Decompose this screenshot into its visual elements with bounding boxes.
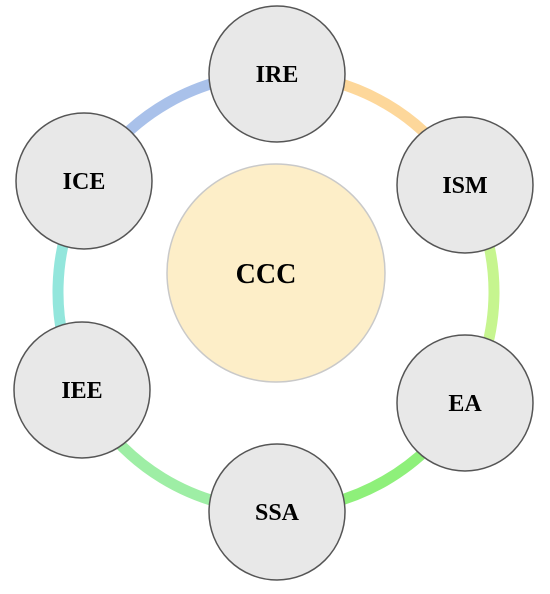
node-ire-label: IRE (256, 62, 299, 88)
node-iee: IEE (13, 321, 151, 459)
node-ice-label: ICE (63, 169, 106, 195)
node-ice: ICE (15, 112, 153, 250)
node-ire: IRE (208, 5, 346, 143)
node-ism-label: ISM (442, 173, 487, 199)
node-ice-circle (15, 112, 153, 250)
center-label: CCC (236, 259, 297, 290)
node-ssa-circle (208, 443, 346, 581)
node-ssa-label: SSA (255, 500, 300, 526)
node-ire-circle (208, 5, 346, 143)
node-ism-circle (396, 116, 534, 254)
node-iee-circle (13, 321, 151, 459)
node-ea-circle (396, 334, 534, 472)
center-node: CCC (166, 163, 386, 383)
node-iee-label: IEE (61, 378, 102, 404)
node-ssa: SSA (208, 443, 346, 581)
node-ea-label: EA (448, 391, 482, 417)
node-ism: ISM (396, 116, 534, 254)
center-circle (166, 163, 386, 383)
node-ea: EA (396, 334, 534, 472)
